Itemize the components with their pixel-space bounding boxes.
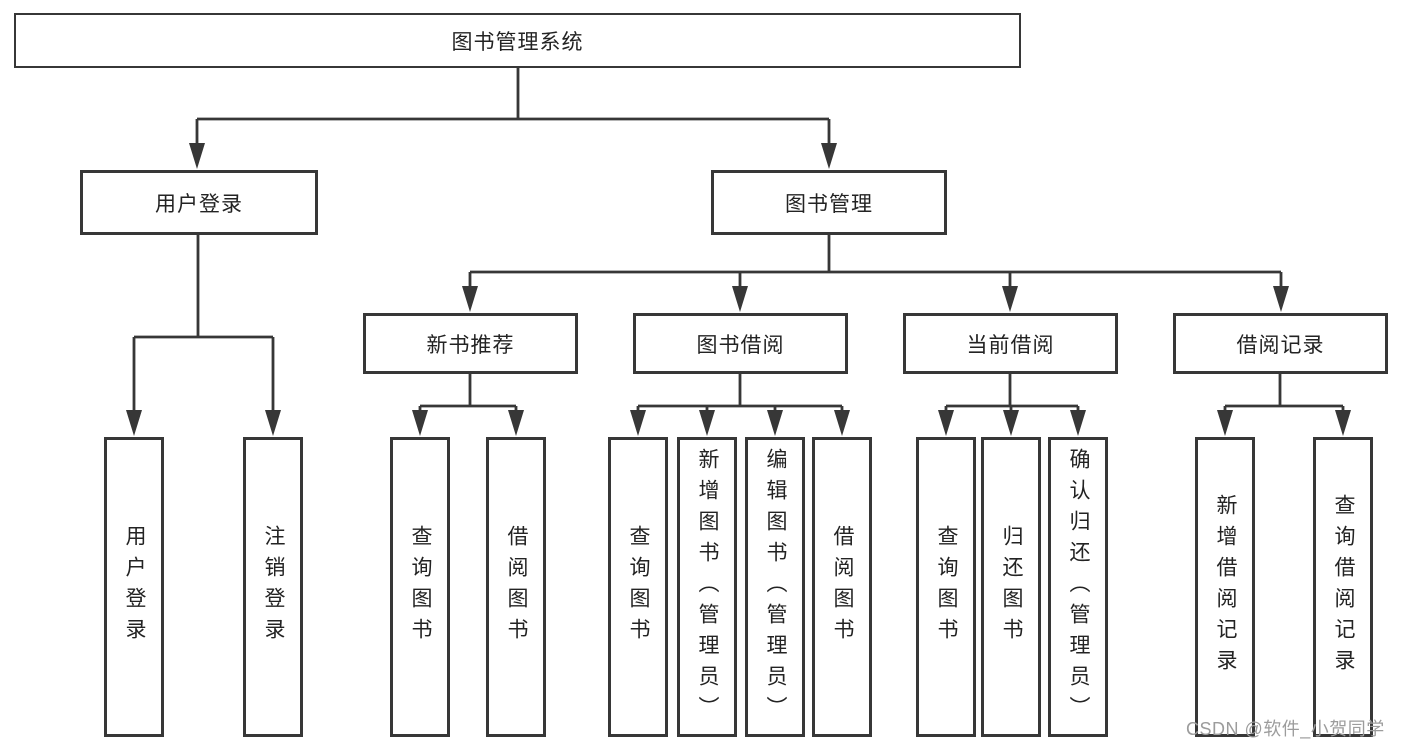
node-current-borrow: 当前借阅 — [903, 313, 1118, 374]
leaf-rec-query-book: 查询图书 — [390, 437, 450, 737]
leaf-user-login-label: 用户登录 — [123, 525, 146, 649]
node-book-borrow: 图书借阅 — [633, 313, 848, 374]
node-borrow-records: 借阅记录 — [1173, 313, 1388, 374]
leaf-rec-borrow-book: 借阅图书 — [486, 437, 546, 737]
leaf-bb-query-book-label: 查询图书 — [627, 525, 650, 649]
node-user-login: 用户登录 — [80, 170, 318, 235]
leaf-bb-add-book-admin-label: 新增图书（管理员） — [696, 447, 719, 727]
node-borrow-records-label: 借阅记录 — [1236, 333, 1325, 357]
leaf-br-add-record: 新增借阅记录 — [1195, 437, 1255, 737]
leaf-bb-borrow-book-label: 借阅图书 — [831, 525, 854, 649]
node-new-book-recommend: 新书推荐 — [363, 313, 578, 374]
leaf-br-add-record-label: 新增借阅记录 — [1214, 494, 1237, 680]
leaf-rec-borrow-book-label: 借阅图书 — [505, 525, 528, 649]
leaf-bb-edit-book-admin: 编辑图书（管理员） — [745, 437, 805, 737]
leaf-cb-return-book-label: 归还图书 — [1000, 525, 1023, 649]
node-new-book-recommend-label: 新书推荐 — [426, 333, 515, 357]
leaf-bb-add-book-admin: 新增图书（管理员） — [677, 437, 737, 737]
leaf-rec-query-book-label: 查询图书 — [409, 525, 432, 649]
leaf-logout-label: 注销登录 — [262, 525, 285, 649]
leaf-user-login: 用户登录 — [104, 437, 164, 737]
node-current-borrow-label: 当前借阅 — [966, 333, 1055, 357]
leaf-cb-query-book: 查询图书 — [916, 437, 976, 737]
node-book-borrow-label: 图书借阅 — [696, 333, 785, 357]
node-root-system-label: 图书管理系统 — [451, 30, 584, 54]
leaf-cb-confirm-return-admin: 确认归还（管理员） — [1048, 437, 1108, 737]
leaf-br-query-record: 查询借阅记录 — [1313, 437, 1373, 737]
leaf-logout: 注销登录 — [243, 437, 303, 737]
node-book-management: 图书管理 — [711, 170, 947, 235]
leaf-cb-query-book-label: 查询图书 — [935, 525, 958, 649]
node-root-system: 图书管理系统 — [14, 13, 1021, 68]
leaf-br-query-record-label: 查询借阅记录 — [1332, 494, 1355, 680]
node-user-login-label: 用户登录 — [155, 192, 243, 216]
watermark: CSDN @软件_小贺同学 — [1186, 719, 1385, 739]
leaf-cb-return-book: 归还图书 — [981, 437, 1041, 737]
leaf-bb-borrow-book: 借阅图书 — [812, 437, 872, 737]
node-book-management-label: 图书管理 — [785, 192, 873, 216]
leaf-bb-query-book: 查询图书 — [608, 437, 668, 737]
leaf-bb-edit-book-admin-label: 编辑图书（管理员） — [764, 447, 787, 727]
leaf-cb-confirm-return-admin-label: 确认归还（管理员） — [1067, 447, 1090, 727]
